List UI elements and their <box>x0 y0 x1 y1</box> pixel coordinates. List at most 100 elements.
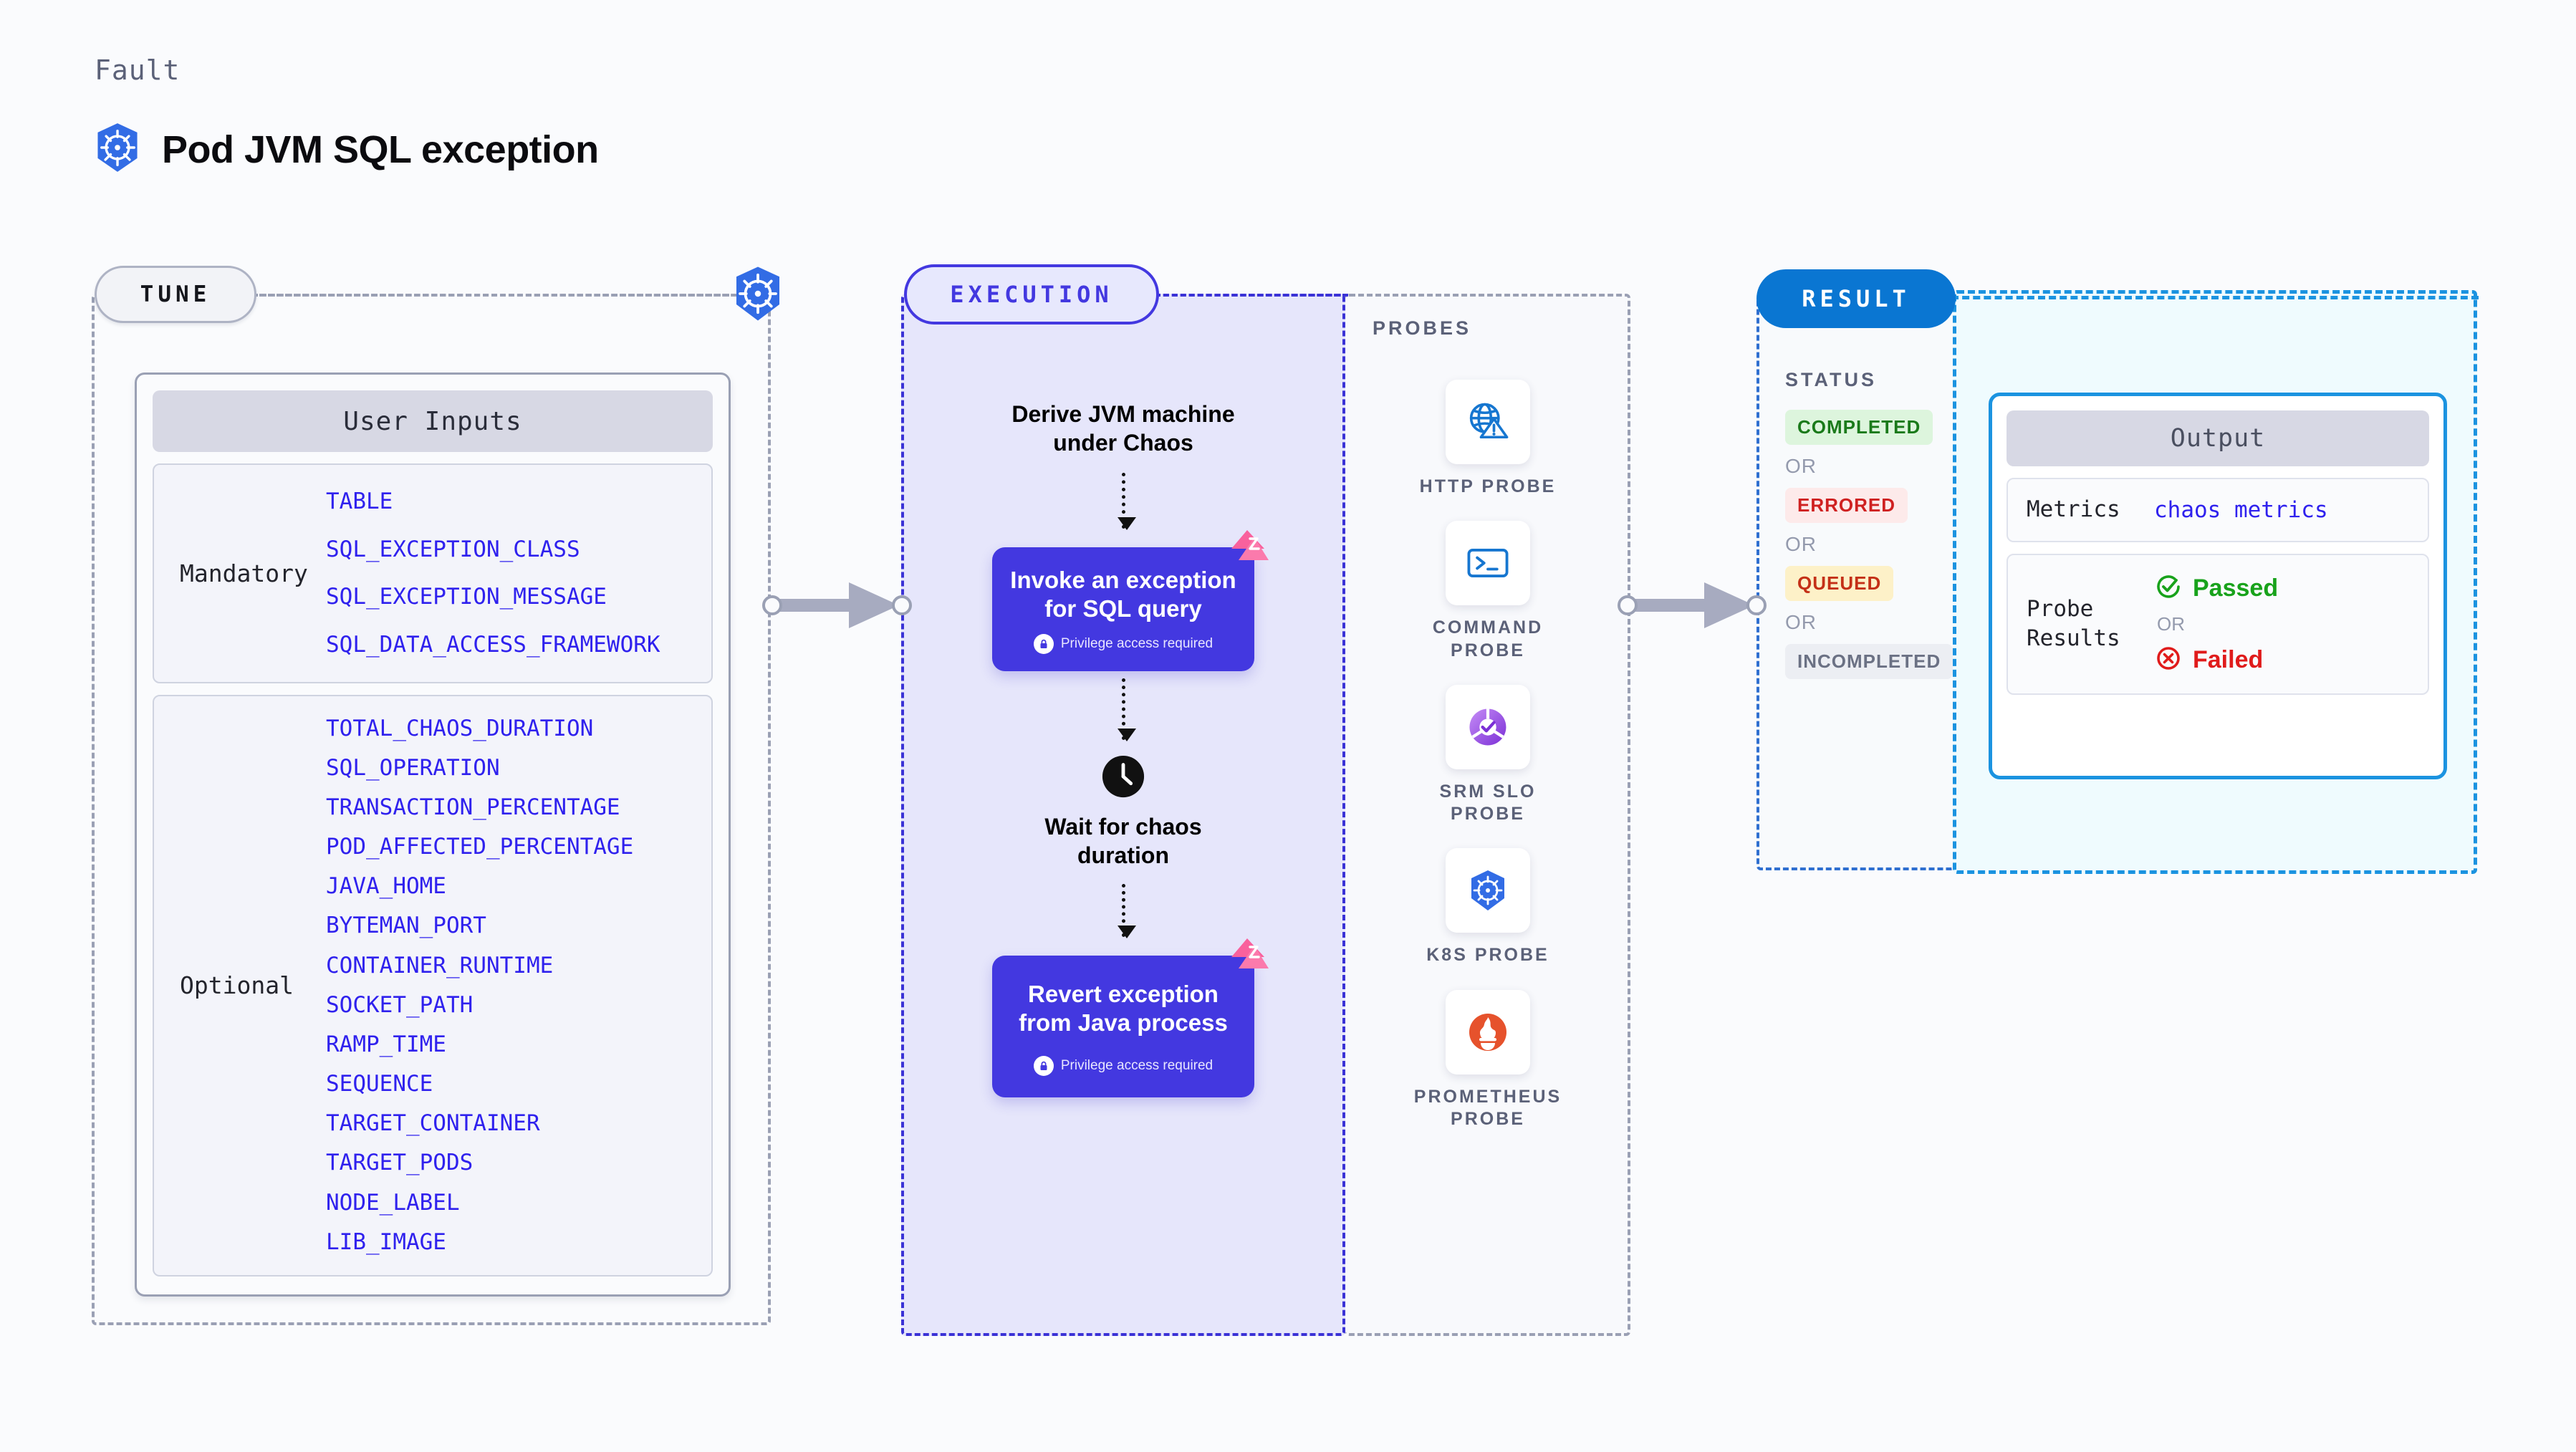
input-var[interactable]: JAVA_HOME <box>326 873 446 900</box>
probe-result-or: OR <box>2157 612 2185 635</box>
privilege-note: Privilege access required <box>1005 1056 1241 1076</box>
kubernetes-icon <box>1445 848 1530 933</box>
tune-to-execution-arrow <box>774 577 910 638</box>
metrics-value[interactable]: chaos metrics <box>2154 496 2328 523</box>
input-var[interactable]: RAMP_TIME <box>326 1031 446 1057</box>
input-var[interactable]: POD_AFFECTED_PERCENTAGE <box>326 834 634 860</box>
status-badge: INCOMPLETED <box>1785 644 1953 679</box>
probe-item-prometheus[interactable]: PROMETHEUS PROBE <box>1413 989 1562 1131</box>
mandatory-label: Mandatory <box>180 559 308 587</box>
input-var[interactable]: SQL_EXCEPTION_MESSAGE <box>326 584 607 610</box>
input-var[interactable]: NODE_LABEL <box>326 1189 460 1216</box>
probe-results-values: Passed OR Failed <box>2154 572 2278 676</box>
input-var[interactable]: TARGET_CONTAINER <box>326 1110 540 1137</box>
input-var[interactable]: TABLE <box>326 489 393 514</box>
status-list: COMPLETED OR ERRORED OR QUEUED OR INCOMP… <box>1785 410 1953 679</box>
input-var[interactable]: SOCKET_PATH <box>326 991 474 1018</box>
fault-kicker: Fault <box>95 54 181 86</box>
status-or: OR <box>1785 533 1817 555</box>
flow-arrow <box>1117 883 1136 938</box>
result-pill[interactable]: RESULT <box>1756 269 1956 328</box>
user-inputs-header: User Inputs <box>153 390 713 452</box>
probe-label: K8S PROBE <box>1426 945 1549 966</box>
result-entry-node <box>1746 595 1767 615</box>
flow-arrow <box>1117 678 1136 741</box>
execution-card-title: Invoke an exception for SQL query <box>1010 567 1236 622</box>
tune-connector-line <box>252 294 754 297</box>
input-var[interactable]: SQL_DATA_ACCESS_FRAMEWORK <box>326 631 660 658</box>
optional-label: Optional <box>180 971 294 1000</box>
check-circle-icon <box>2154 572 2183 605</box>
input-var[interactable]: TRANSACTION_PERCENTAGE <box>326 794 620 820</box>
status-badge: ERRORED <box>1785 488 1908 523</box>
probe-label: PROMETHEUS PROBE <box>1413 1086 1562 1129</box>
optional-inputs-group: Optional TOTAL_CHAOS_DURATION SQL_OPERAT… <box>153 694 713 1276</box>
input-var[interactable]: BYTEMAN_PORT <box>326 913 486 939</box>
status-or: OR <box>1785 455 1817 477</box>
execution-step-revert[interactable]: Revert exception from Java process Privi… <box>992 938 1269 1097</box>
status-badge: COMPLETED <box>1785 410 1933 445</box>
kubernetes-icon <box>93 122 142 177</box>
output-header: Output <box>2007 410 2429 466</box>
kubernetes-icon <box>729 265 787 322</box>
tune-pill[interactable]: TUNE <box>95 266 256 323</box>
input-var[interactable]: SQL_OPERATION <box>326 754 500 781</box>
probe-result-passed: Passed <box>2154 572 2278 605</box>
probe-label: HTTP PROBE <box>1419 476 1557 496</box>
privilege-note: Privilege access required <box>1005 633 1241 654</box>
fault-title-row: Pod JVM SQL exception <box>93 122 599 177</box>
probes-to-result-arrow <box>1629 577 1765 638</box>
execution-step-wait: Wait for chaos duration <box>1044 813 1202 868</box>
probe-label: COMMAND PROBE <box>1432 617 1544 660</box>
input-var[interactable]: TARGET_PODS <box>326 1150 474 1176</box>
probe-item-k8s[interactable]: K8S PROBE <box>1426 848 1549 966</box>
probe-results-label: Probe Results <box>2027 595 2120 652</box>
metrics-row: Metrics chaos metrics <box>2007 478 2429 542</box>
slo-donut-icon <box>1446 684 1530 769</box>
metrics-label: Metrics <box>2027 496 2120 522</box>
execution-pill[interactable]: EXECUTION <box>904 264 1159 324</box>
probe-list: HTTP PROBE COMMAND PROBE <box>1345 380 1630 1130</box>
probe-label: SRM SLO PROBE <box>1439 781 1537 824</box>
execution-entry-node <box>892 595 912 615</box>
input-var[interactable]: SQL_EXCEPTION_CLASS <box>326 536 580 562</box>
mandatory-var-list: TABLE SQL_EXCEPTION_CLASS SQL_EXCEPTION_… <box>326 478 660 669</box>
lock-icon <box>1033 633 1054 654</box>
litmus-corner-icon <box>1229 936 1270 973</box>
passed-label: Passed <box>2193 574 2279 602</box>
execution-step-invoke[interactable]: Invoke an exception for SQL query Privil… <box>992 530 1269 671</box>
input-var[interactable]: LIB_IMAGE <box>326 1229 446 1255</box>
probe-result-failed: Failed <box>2154 644 2263 676</box>
privilege-note-text: Privilege access required <box>1060 1058 1213 1073</box>
input-var[interactable]: TOTAL_CHAOS_DURATION <box>326 715 594 741</box>
execution-flow: Derive JVM machine under Chaos Invoke an… <box>901 294 1345 1336</box>
user-inputs-card: User Inputs Mandatory TABLE SQL_EXCEPTIO… <box>135 372 731 1297</box>
probe-item-http[interactable]: HTTP PROBE <box>1420 380 1557 498</box>
execution-card-title: Revert exception from Java process <box>1019 980 1228 1036</box>
probes-title: PROBES <box>1373 317 1472 339</box>
tune-exit-node <box>762 595 782 615</box>
input-var[interactable]: CONTAINER_RUNTIME <box>326 952 554 979</box>
status-or: OR <box>1785 611 1817 633</box>
output-connector-line <box>1951 296 2479 299</box>
execution-step-derive: Derive JVM machine under Chaos <box>1011 401 1235 456</box>
mandatory-inputs-group: Mandatory TABLE SQL_EXCEPTION_CLASS SQL_… <box>153 463 713 683</box>
litmus-corner-icon <box>1229 527 1270 564</box>
probes-exit-node <box>1618 595 1638 615</box>
globe-warning-icon <box>1445 380 1530 464</box>
execution-region <box>901 294 1345 1336</box>
lock-icon <box>1033 1056 1054 1076</box>
optional-var-list: TOTAL_CHAOS_DURATION SQL_OPERATION TRANS… <box>326 709 633 1262</box>
failed-label: Failed <box>2193 645 2264 673</box>
prometheus-icon <box>1446 989 1530 1074</box>
flow-arrow <box>1117 473 1136 530</box>
x-circle-icon <box>2154 644 2183 676</box>
probe-item-command[interactable]: COMMAND PROBE <box>1433 521 1543 662</box>
execution-connector-line <box>1155 294 1348 297</box>
output-card: Output Metrics chaos metrics Probe Resul… <box>1989 393 2447 779</box>
input-var[interactable]: SEQUENCE <box>326 1071 433 1097</box>
probe-item-srm-slo[interactable]: SRM SLO PROBE <box>1439 684 1537 826</box>
page-title: Pod JVM SQL exception <box>162 128 599 171</box>
probes-region <box>1345 294 1630 1336</box>
